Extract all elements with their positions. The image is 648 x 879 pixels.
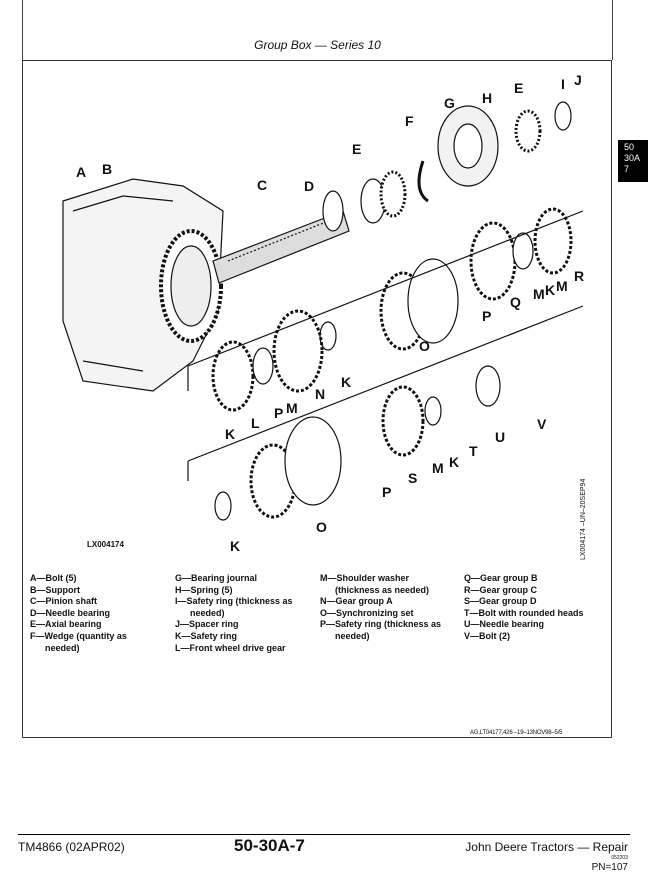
page-number: 50-30A-7: [234, 836, 305, 855]
callout-label: K: [225, 426, 236, 442]
figure-reference-code: AG,LT04177,426 –19–13NOV98–5/5: [470, 730, 563, 736]
section-tab: 50 30A 7: [618, 140, 648, 182]
callout-label: D: [304, 178, 315, 194]
exploded-view-illustration: [62, 101, 584, 521]
legend-item: L—Front wheel drive gear: [175, 642, 286, 653]
callout-label: K: [545, 282, 556, 298]
callout-label: C: [257, 177, 268, 193]
legend-item: I—Safety ring (thickness as: [175, 596, 293, 607]
callout-label: E: [514, 80, 524, 96]
footer-code: 052203: [611, 855, 628, 861]
legend-item: K—Safety ring: [175, 630, 238, 641]
legend-item: R—Gear group C: [464, 584, 538, 595]
callout-label: O: [316, 519, 327, 535]
callout-label: M: [432, 460, 444, 476]
legend-item: H—Spring (5): [175, 584, 233, 595]
callout-label: P: [482, 308, 492, 324]
callout-label: H: [482, 90, 493, 106]
legend-item: C—Pinion shaft: [30, 596, 97, 607]
callout-label: K: [341, 374, 352, 390]
header-rule-left: [22, 0, 23, 60]
legend-item: needed): [190, 607, 225, 618]
legend-item: P—Safety ring (thickness as: [320, 619, 442, 630]
callout-label: P: [274, 405, 284, 421]
callout-label: F: [405, 113, 414, 129]
legend-item: B—Support: [30, 584, 80, 595]
legend-item: G—Bearing journal: [175, 573, 258, 583]
manual-title: John Deere Tractors — Repair: [465, 840, 628, 854]
legend-item: U—Needle bearing: [464, 619, 545, 630]
callout-label: O: [419, 338, 430, 354]
callout-label: K: [230, 538, 241, 554]
callout-label: E: [352, 141, 362, 157]
legend-item: F—Wedge (quantity as: [30, 630, 127, 641]
callout-label: K: [449, 454, 460, 470]
legend-item: Q—Gear group B: [464, 573, 538, 583]
section-tab-line: 7: [624, 164, 630, 174]
legend-column-1: A—Bolt (5) B—Support C—Pinion shaft D—Ne…: [30, 573, 127, 654]
legend-item: J—Spacer ring: [175, 619, 239, 630]
pn-number: PN=107: [591, 862, 628, 873]
callout-label: U: [495, 429, 506, 445]
figure-vertical-label: LX004174 –UN–20SEP94: [580, 478, 587, 560]
callout-label: V: [537, 416, 547, 432]
manual-id: TM4866 (02APR02): [18, 840, 125, 854]
callout-label: G: [444, 95, 455, 111]
callout-label: Q: [510, 294, 521, 310]
legend-item: N—Gear group A: [320, 596, 393, 607]
callout-label: I: [561, 76, 565, 92]
figure-id-label: LX004174: [87, 540, 124, 549]
legend-item: E—Axial bearing: [30, 619, 102, 630]
legend-item: (thickness as needed): [335, 584, 430, 595]
section-tab-line: 50: [624, 142, 635, 152]
legend-item: D—Needle bearing: [30, 607, 111, 618]
legend-item: needed): [335, 630, 370, 641]
section-tab-line: 30A: [624, 153, 641, 163]
callout-label: R: [574, 268, 585, 284]
legend-column-2: G—Bearing journal H—Spring (5) I—Safety …: [175, 573, 293, 654]
callout-label: A: [76, 164, 87, 180]
legend-item: A—Bolt (5): [30, 573, 77, 583]
legend-column-4: Q—Gear group B R—Gear group C S—Gear gro…: [464, 573, 584, 643]
callout-label: L: [251, 415, 260, 431]
legend-column-3: M—Shoulder washer (thickness as needed) …: [320, 573, 441, 643]
legend-item: M—Shoulder washer: [320, 573, 410, 583]
header-rule-right: [612, 0, 613, 60]
footer-rule: [18, 834, 630, 835]
page-header-title: Group Box — Series 10: [254, 38, 381, 52]
callout-label: M: [533, 286, 545, 302]
legend-item: T—Bolt with rounded heads: [464, 607, 584, 618]
callout-label: B: [102, 161, 113, 177]
legend-item: S—Gear group D: [464, 596, 537, 607]
legend-item: needed): [45, 642, 80, 653]
callout-label: T: [469, 443, 478, 459]
callout-label: N: [315, 386, 326, 402]
callout-label: J: [574, 72, 582, 88]
callout-label: M: [286, 400, 298, 416]
legend-item: V—Bolt (2): [464, 630, 510, 641]
callout-label: M: [556, 278, 568, 294]
figure-frame: [22, 60, 612, 738]
callout-label: P: [382, 484, 392, 500]
legend-item: O—Synchronizing set: [320, 607, 414, 618]
callout-label: S: [408, 470, 418, 486]
